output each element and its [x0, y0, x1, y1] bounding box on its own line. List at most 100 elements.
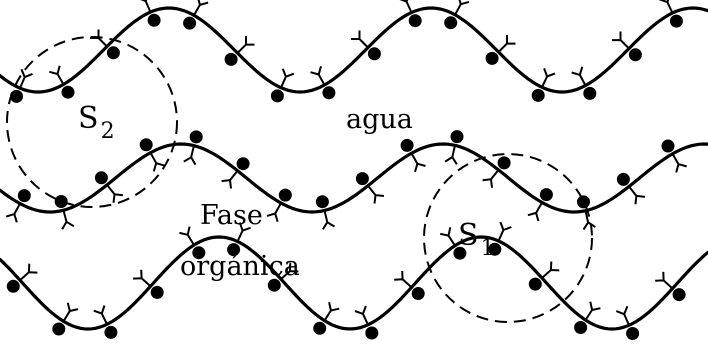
surfactant-head [236, 157, 250, 171]
surfactant-molecule [221, 157, 250, 189]
surfactant-head [147, 13, 161, 27]
droplet-s1-label: S1 [458, 221, 495, 260]
surfactant-head [497, 156, 511, 170]
surfactant-tail [310, 66, 326, 86]
interface-middle [0, 142, 708, 214]
surfactant-head [616, 172, 630, 186]
surfactant-tail [61, 209, 75, 230]
surfactant-tail [615, 305, 630, 326]
surfactant-molecule [655, 271, 686, 302]
surfactant-molecule [133, 269, 164, 299]
surfactant-tail [541, 261, 560, 279]
surfactant-molecule [659, 0, 683, 28]
surfactant-head [315, 195, 329, 209]
surfactant-tail [367, 185, 385, 204]
surfactant-tail [62, 302, 79, 322]
surfactant-tail [19, 263, 38, 281]
surfactant-molecule [574, 301, 601, 334]
surfactant-tail [454, 0, 470, 16]
surfactant-molecule [270, 68, 295, 103]
surfactant-head [577, 195, 590, 209]
surfactant-molecule [49, 65, 75, 99]
interface-bottom [0, 235, 708, 331]
surfactant-molecule [313, 301, 340, 335]
surfactant-molecule [615, 305, 640, 340]
surfactant-molecule [527, 188, 553, 222]
surfactant-molecule [351, 30, 381, 61]
surfactant-molecule [488, 221, 512, 256]
surfactant-molecule [485, 35, 516, 65]
surfactant-molecule [400, 138, 426, 173]
surfactant-molecules [5, 0, 687, 340]
surfactant-head [224, 52, 238, 66]
surfactant-tail [266, 202, 282, 222]
surfactant-tail [399, 0, 413, 13]
surfactant-head [450, 130, 464, 144]
surfactant-molecule [482, 156, 511, 188]
surfactant-tail [133, 269, 152, 288]
surfactant-molecule [444, 0, 470, 30]
surfactant-molecule [140, 0, 161, 27]
surfactant-head [322, 86, 336, 100]
surfactant-head [10, 89, 23, 103]
surfactant-head [355, 172, 369, 186]
surfactant-tail [280, 262, 299, 280]
organic-phase-label-line2: orgánica [180, 251, 300, 282]
surfactant-tail [497, 35, 516, 53]
surfactant-head [539, 188, 553, 202]
surfactant-tail [179, 226, 195, 246]
surfactant-molecule [183, 130, 203, 166]
surfactant-tail [394, 270, 413, 289]
surfactant-molecule [6, 263, 38, 293]
surfactant-tail [236, 36, 255, 54]
surfactant-molecule [93, 305, 118, 339]
surfactant-tail [659, 0, 674, 14]
interface-top [0, 6, 708, 94]
surfactant-tail [49, 65, 65, 85]
surfactant-head [94, 171, 108, 185]
droplet-s2-letter: S [78, 101, 99, 136]
surfactant-tail [439, 227, 456, 247]
surfactant-head [313, 321, 327, 335]
surfactant-molecule [139, 138, 165, 172]
surfactant-molecule [444, 130, 464, 165]
surfactant-tail [280, 68, 295, 89]
surfactant-head [528, 277, 542, 291]
surfactant-molecule [394, 270, 425, 300]
surfactant-molecule [183, 0, 209, 30]
surfactant-tail [444, 145, 458, 165]
surfactant-tail [183, 145, 197, 166]
surfactant-head [183, 16, 197, 30]
surfactant-tail [236, 222, 251, 242]
surfactant-head [61, 85, 75, 99]
surfactant-tail [93, 305, 108, 325]
surfactant-tail [140, 0, 152, 13]
surfactant-tail [628, 185, 646, 205]
surfactant-molecule [355, 172, 385, 204]
surfactant-head [139, 138, 153, 152]
droplet-s2-subscript: 2 [100, 119, 115, 144]
surfactant-molecule [94, 171, 124, 203]
surfactant-head [54, 195, 68, 208]
surfactant-tail [655, 271, 674, 290]
surfactant-tail [527, 202, 543, 222]
surfactant-head [367, 47, 381, 61]
surfactant-tail [571, 66, 587, 86]
surfactant-molecule [227, 222, 251, 257]
surfactant-tail [354, 305, 369, 326]
surfactant-head [150, 285, 164, 299]
surfactant-head [453, 246, 467, 260]
surfactant-tail [351, 30, 369, 49]
surfactant-head [104, 325, 118, 339]
interface-layers [0, 6, 708, 331]
surfactant-tail [671, 153, 687, 173]
surfactant-head [17, 189, 31, 203]
surfactant-head [400, 138, 414, 152]
droplet-s1-outline [423, 153, 593, 323]
surfactant-tail [322, 210, 336, 230]
surfactant-molecule [267, 262, 299, 292]
droplet-s1-subscript: 1 [480, 236, 495, 261]
surfactant-tail [19, 68, 33, 89]
surfactant-molecule [439, 227, 467, 260]
surfactant-molecule [571, 66, 597, 100]
